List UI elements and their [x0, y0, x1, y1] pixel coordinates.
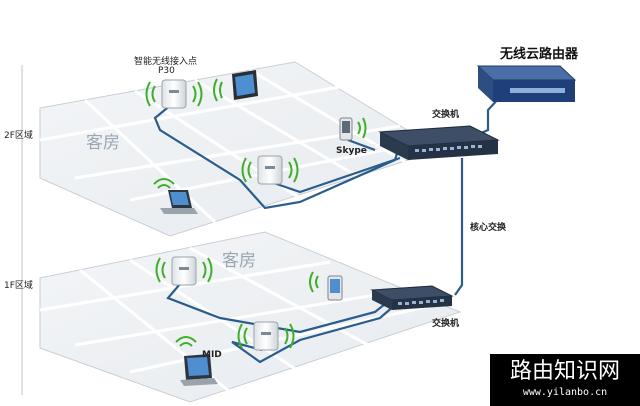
tablet-device-2f [232, 70, 258, 100]
access-point-1f-room [171, 256, 197, 286]
skype-label: Skype [336, 146, 367, 156]
room-2f-label: 客房 [86, 133, 120, 153]
room-1f-label: 客房 [222, 251, 256, 271]
laptop-device-2f [160, 190, 198, 214]
switch-1f-device [370, 285, 454, 310]
access-point-p30-2f [161, 79, 187, 109]
access-point-1f-lower [253, 321, 279, 351]
watermark-url: www.yilanbo.cn [522, 387, 608, 398]
switch-2f-device [378, 125, 500, 160]
switch-1f-label: 交换机 [432, 319, 460, 329]
access-point-model-label: P30 [158, 66, 175, 76]
floor-1f-label: 1F区域 [4, 281, 33, 291]
phone-device-1f [327, 275, 343, 301]
watermark-badge: 路由知识网 www.yilanbo.cn [490, 354, 640, 406]
mid-label: MID [202, 350, 222, 360]
wifi-signal-icons [145, 78, 367, 349]
access-point-label: 智能无线接入点 [134, 57, 198, 67]
watermark-title: 路由知识网 [509, 359, 620, 384]
switch-2f-label: 交换机 [432, 110, 460, 120]
core-switch-label: 核心交换 [470, 223, 507, 233]
phone-device-skype [339, 117, 353, 141]
access-point-2f-room [257, 155, 283, 185]
router-label: 无线云路由器 [500, 47, 579, 62]
wireless-cloud-router-device [476, 65, 577, 102]
floor-2f-label: 2F区域 [4, 131, 33, 141]
laptop-device-mid [180, 354, 218, 386]
